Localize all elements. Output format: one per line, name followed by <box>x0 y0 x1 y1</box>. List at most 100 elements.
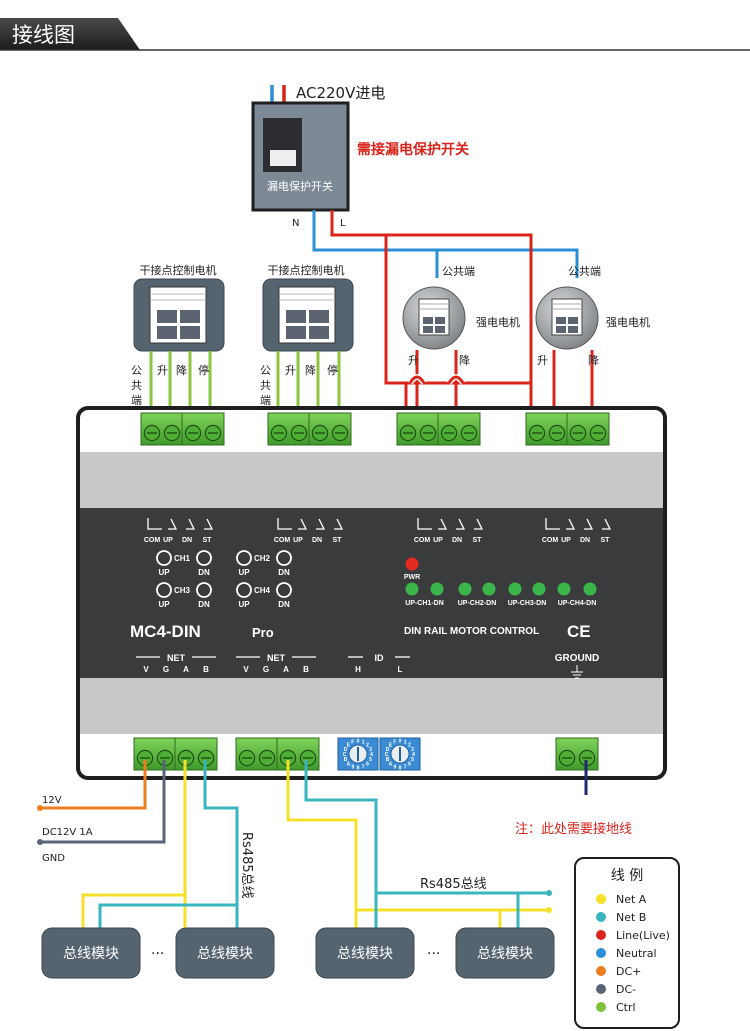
window-icon <box>418 298 450 336</box>
up-label: 升 <box>157 364 168 377</box>
common-label: 公共端 <box>260 364 271 407</box>
legend-item: Net B <box>596 911 646 924</box>
down-label: 降 <box>305 363 316 377</box>
dial-digit: 0 <box>357 739 360 745</box>
common-label: 公共端 <box>442 265 475 278</box>
terminal-block <box>133 737 177 771</box>
channel-label: CH4 <box>254 586 271 595</box>
pin-label: V <box>143 665 149 674</box>
down-button[interactable] <box>276 550 292 566</box>
bus-labels-below: 12V DC12V 1A GND Rs485总线 Rs485总线 注：此处需要接… <box>42 795 632 899</box>
dial-digit: F <box>351 740 354 746</box>
device-subtitle: DIN RAIL MOTOR CONTROL <box>404 626 539 637</box>
strong-motor-2: 公共端 强电电机 升 降 <box>535 265 650 367</box>
terminal-block <box>140 412 184 446</box>
dial-digit: A <box>389 762 393 768</box>
ellipsis-left: ··· <box>151 946 164 962</box>
stop-label: 停 <box>198 363 209 377</box>
live-letter: L <box>340 218 346 229</box>
dial-digit: 3 <box>411 747 414 753</box>
pin-label: G <box>163 665 169 674</box>
legend-label: Ctrl <box>616 1001 636 1014</box>
module-label: 总线模块 <box>63 945 119 961</box>
dial-digit: 6 <box>366 762 369 768</box>
terminal-label-com: COM <box>274 537 291 544</box>
down-label: 降 <box>176 363 187 377</box>
model-name: MC4-DIN <box>130 622 201 641</box>
breaker-label: 漏电保护开关 <box>267 179 333 193</box>
dial-digit: 1 <box>404 740 407 746</box>
pin-label: L <box>398 665 403 674</box>
dial-digit: 9 <box>351 764 354 770</box>
led-label: UP-CH3-DN <box>508 600 547 607</box>
motor-label: 强电电机 <box>476 315 520 329</box>
ac-input-label: AC220V进电 <box>296 84 385 102</box>
terminal-block <box>235 737 279 771</box>
up-button[interactable] <box>156 550 172 566</box>
up-label: 升 <box>285 364 296 377</box>
pin-label: G <box>263 665 269 674</box>
pin-label: A <box>183 665 189 674</box>
channel-led <box>405 582 419 596</box>
up-button[interactable] <box>236 582 252 598</box>
channel-led <box>583 582 597 596</box>
page-title: 接线图 <box>12 24 75 47</box>
ground-note: 注：此处需要接地线 <box>515 821 632 837</box>
rs485-label: Rs485总线 <box>420 877 487 892</box>
dial-digit: D <box>386 747 390 753</box>
dial-digit: C <box>385 752 389 758</box>
legend-item: Line(Live) <box>596 929 670 942</box>
bus-module: 总线模块 <box>175 927 275 979</box>
dial-digit: C <box>343 752 347 758</box>
port-title: NET <box>167 653 186 663</box>
legend-swatch <box>596 966 606 976</box>
top-terminals <box>140 412 610 446</box>
up-label: 升 <box>408 354 419 367</box>
breaker-warning: 需接漏电保护开关 <box>357 141 469 158</box>
down-label: 降 <box>588 353 599 367</box>
pin-label: H <box>355 665 361 674</box>
common-label: 公共端 <box>568 265 601 278</box>
up-button[interactable] <box>236 550 252 566</box>
led-label: UP-CH2-DN <box>458 600 497 607</box>
dial-digit: 5 <box>369 757 372 763</box>
terminal-label-dn: DN <box>452 537 462 544</box>
down-button[interactable] <box>196 550 212 566</box>
terminal-label-st: ST <box>473 537 483 544</box>
legend-label: Net B <box>616 911 646 924</box>
up-button[interactable] <box>156 582 172 598</box>
pin-label: B <box>303 665 309 674</box>
window-icon <box>551 298 583 336</box>
module-label: 总线模块 <box>477 945 533 961</box>
channel-led <box>532 582 546 596</box>
dial-digit: 0 <box>399 739 402 745</box>
down-button[interactable] <box>196 582 212 598</box>
dc12-label: DC12V 1A <box>42 827 93 838</box>
terminal-block <box>181 412 225 446</box>
bus-module: 总线模块 <box>455 927 555 979</box>
power-section: AC220V进电 漏电保护开关 需接漏电保护开关 N L <box>251 84 469 229</box>
dial-digit: 6 <box>408 762 411 768</box>
legend-item: Ctrl <box>596 1001 636 1014</box>
terminal-label-dn: DN <box>580 537 590 544</box>
neutral-letter: N <box>292 218 299 229</box>
bus-module: 总线模块 <box>41 927 141 979</box>
terminal-block <box>308 412 352 446</box>
led-label: UP-CH4-DN <box>558 600 597 607</box>
up-label: UP <box>238 600 250 609</box>
down-button[interactable] <box>276 582 292 598</box>
channel-led <box>430 582 444 596</box>
down-label: DN <box>278 600 290 609</box>
legend-label: DC+ <box>616 965 641 978</box>
terminal-label-st: ST <box>203 537 213 544</box>
